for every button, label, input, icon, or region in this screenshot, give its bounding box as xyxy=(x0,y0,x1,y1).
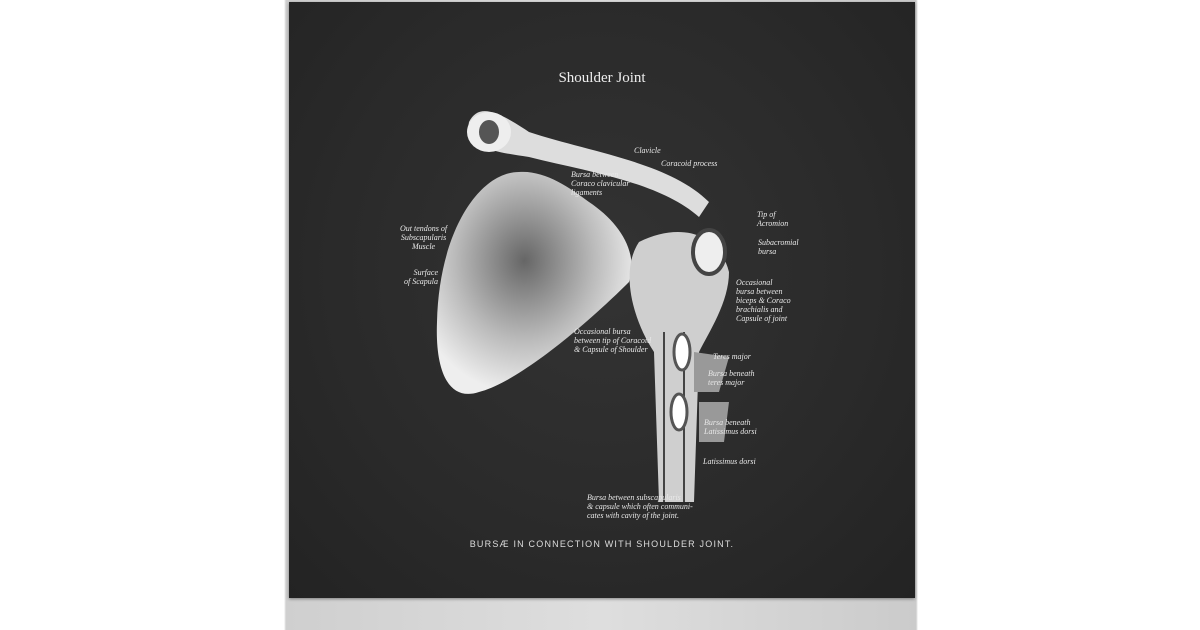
label-bursa-teres-major: Bursa beneath teres major xyxy=(708,369,755,387)
label-teres-major: Teres major xyxy=(713,352,751,361)
poster: Shoulder Joint Clavicle Coracoid process… xyxy=(289,2,915,598)
label-occasional-bursa-biceps: Occasional bursa between biceps & Coraco… xyxy=(736,278,791,323)
label-subacromial-bursa: Subacromial bursa xyxy=(758,238,799,256)
label-clavicle: Clavicle xyxy=(634,146,661,155)
label-bursa-subscapularis: Bursa between subscapularis & capsule wh… xyxy=(587,493,693,520)
label-surface-scapula: Surface of Scapula xyxy=(404,268,438,286)
label-bursa-latissimus: Bursa beneath Latissimus dorsi xyxy=(704,418,757,436)
scapula xyxy=(436,171,632,394)
label-tip-of-acromion: Tip of Acromion xyxy=(757,210,789,228)
shoulder-illustration xyxy=(436,111,729,502)
label-bursa-coraco-clavicular: Bursa between Coraco clavicular ligament… xyxy=(571,170,630,197)
label-occasional-bursa-coracoid: Occasional bursa between tip of Coracoid… xyxy=(574,327,652,354)
label-coracoid-process: Coracoid process xyxy=(661,159,718,168)
label-latissimus-dorsi: Latissimus dorsi xyxy=(703,457,756,466)
clavicle xyxy=(468,111,709,217)
label-out-tendon: Out tendons of Subscapularis Muscle xyxy=(400,224,448,251)
poster-caption: BURSÆ IN CONNECTION WITH SHOULDER JOINT. xyxy=(469,539,735,549)
poster-title: Shoulder Joint xyxy=(558,70,646,86)
